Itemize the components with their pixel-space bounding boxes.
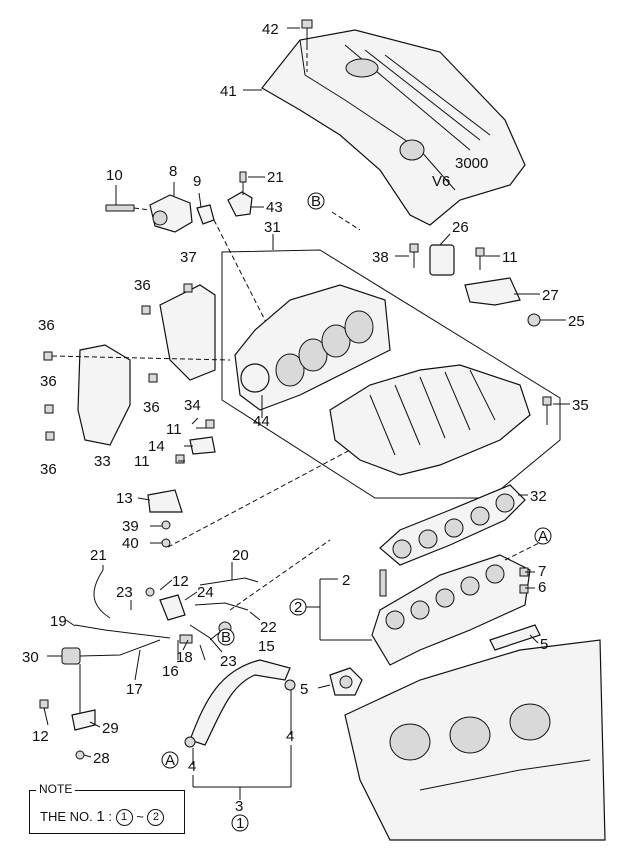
marker-b: B bbox=[311, 193, 321, 210]
callout-41: 41 bbox=[220, 83, 237, 100]
callout-19: 19 bbox=[50, 613, 67, 630]
note-to: 2 bbox=[147, 809, 165, 827]
callout-2: 2 bbox=[342, 572, 350, 589]
callout-17: 17 bbox=[126, 681, 143, 698]
callout-42: 42 bbox=[262, 21, 279, 38]
callout-43: 43 bbox=[266, 199, 283, 216]
callout-33: 33 bbox=[94, 453, 111, 470]
callout-40: 40 bbox=[122, 535, 139, 552]
callout-8: 8 bbox=[169, 163, 177, 180]
cover-3000-text: 3000 bbox=[455, 155, 488, 172]
callout-3: 3 bbox=[235, 798, 243, 815]
note-prefix: THE NO. bbox=[40, 809, 93, 824]
callout-29: 29 bbox=[102, 720, 119, 737]
callout-4: 4 bbox=[188, 758, 196, 775]
callout-31: 31 bbox=[264, 219, 281, 236]
gaskets-5 bbox=[329, 624, 541, 696]
callout-23: 23 bbox=[116, 584, 133, 601]
callout-36: 36 bbox=[143, 399, 160, 416]
marker-a: A bbox=[165, 752, 175, 769]
callout-36: 36 bbox=[40, 373, 57, 390]
callout-38: 38 bbox=[372, 249, 389, 266]
callout-11: 11 bbox=[134, 453, 150, 470]
callout-12: 12 bbox=[32, 728, 49, 745]
callout-11: 11 bbox=[502, 249, 518, 266]
note-title: NOTE bbox=[36, 782, 76, 796]
callout-23: 23 bbox=[220, 653, 237, 670]
callout-32: 32 bbox=[530, 488, 547, 505]
callout-6: 6 bbox=[538, 579, 546, 596]
callout-15: 15 bbox=[258, 638, 275, 655]
gasket-32 bbox=[379, 484, 526, 566]
solenoid-bracket bbox=[409, 243, 552, 425]
callout-39: 39 bbox=[122, 518, 139, 535]
leader-lines bbox=[43, 27, 570, 800]
note-text: THE NO. 1 : 1 ~ 2 bbox=[40, 808, 165, 827]
callout-5: 5 bbox=[540, 636, 548, 653]
callout-36: 36 bbox=[38, 317, 55, 334]
marker-a: A bbox=[538, 528, 548, 545]
callout-12: 12 bbox=[172, 573, 189, 590]
lower-intake-manifold bbox=[329, 364, 531, 476]
callout-35: 35 bbox=[572, 397, 589, 414]
lower-manifold-assy bbox=[371, 554, 531, 666]
callout-16: 16 bbox=[162, 663, 179, 680]
callout-30: 30 bbox=[22, 649, 39, 666]
engine-cover: V6 3000 bbox=[261, 29, 526, 226]
circled-markers: B B A A 2 1 bbox=[161, 192, 552, 832]
callout-7: 7 bbox=[538, 563, 546, 580]
callout-14: 14 bbox=[148, 438, 165, 455]
engine-block bbox=[344, 639, 606, 841]
callout-36: 36 bbox=[40, 461, 57, 478]
bolt-42 bbox=[301, 19, 313, 72]
callout-25: 25 bbox=[568, 313, 585, 330]
callout-labels: 42 41 10 8 9 21 43 31 26 38 11 37 36 27 … bbox=[22, 21, 589, 815]
callout-34: 34 bbox=[184, 397, 201, 414]
note-tilde: ~ bbox=[136, 809, 144, 824]
callout-10: 10 bbox=[106, 167, 123, 184]
callout-21: 21 bbox=[267, 169, 284, 186]
callout-5: 5 bbox=[300, 681, 308, 698]
note-from: 1 bbox=[115, 809, 133, 827]
callout-21: 21 bbox=[90, 547, 107, 564]
brackets bbox=[43, 283, 231, 446]
callout-28: 28 bbox=[93, 750, 110, 767]
marker-1: 1 bbox=[236, 815, 244, 832]
cover-v6-text: V6 bbox=[432, 173, 450, 190]
callout-11: 11 bbox=[166, 421, 182, 438]
callout-9: 9 bbox=[193, 173, 201, 190]
callout-36: 36 bbox=[134, 277, 151, 294]
callout-20: 20 bbox=[232, 547, 249, 564]
intake-plenum bbox=[221, 249, 561, 499]
callout-27: 27 bbox=[542, 287, 559, 304]
callout-37: 37 bbox=[180, 249, 197, 266]
marker-2: 2 bbox=[294, 599, 302, 616]
callout-22: 22 bbox=[260, 619, 277, 636]
callout-44: 44 bbox=[253, 413, 270, 430]
small-brackets bbox=[147, 419, 351, 548]
throttle-sensor-group bbox=[105, 171, 271, 331]
note-number: 1 bbox=[96, 808, 105, 825]
callout-4: 4 bbox=[286, 728, 294, 745]
marker-b: B bbox=[221, 629, 231, 646]
note-colon: : bbox=[108, 809, 112, 824]
callout-24: 24 bbox=[197, 584, 214, 601]
callout-13: 13 bbox=[116, 490, 133, 507]
callout-26: 26 bbox=[452, 219, 469, 236]
callout-18: 18 bbox=[176, 649, 193, 666]
note-box: NOTE THE NO. 1 : 1 ~ 2 bbox=[29, 782, 185, 834]
